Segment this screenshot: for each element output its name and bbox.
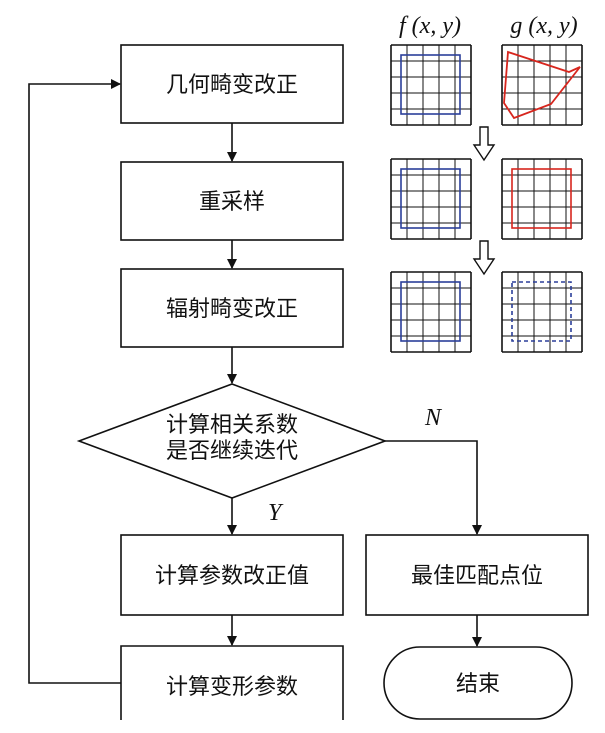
resample-box: 重采样 [120,161,344,241]
hollow-down-arrow-1 [472,126,496,162]
decision-line2: 是否继续迭代 [166,439,298,464]
end-label: 结束 [456,672,500,697]
radiometric-correction-label: 辐射畸变改正 [166,297,298,322]
f-window-3 [400,281,461,342]
f-image-grid-2 [390,158,472,240]
f-window-2 [400,168,461,229]
decision-line1: 计算相关系数 [166,413,298,438]
f-image-grid-1 [390,44,472,126]
compute-deform-params-box: 计算变形参数 [120,645,344,720]
f-image-grid-3 [390,271,472,353]
best-match-position-box: 最佳匹配点位 [365,534,589,616]
compute-param-correction-box: 计算参数改正值 [120,534,344,616]
best-match-position-label: 最佳匹配点位 [411,564,543,589]
arrow-decision-no [385,440,482,535]
g-image-label: g (x, y) [510,13,577,39]
hollow-down-arrow-2 [472,240,496,276]
f-image-label: f (x, y) [399,13,461,39]
compute-deform-params-label: 计算变形参数 [166,675,298,700]
feedback-loop-arrow [28,79,121,684]
g-window-resampled [511,168,572,229]
end-terminal: 结束 [383,646,573,720]
connectors [28,79,482,684]
geometric-correction-label: 几何畸变改正 [166,73,298,98]
g-window-dashed [511,281,572,342]
yes-branch-label: Y [268,500,284,526]
g-image-grid-3 [501,271,583,353]
g-image-grid-2 [501,158,583,240]
no-branch-label: N [424,405,443,431]
decision-diamond: 计算相关系数 是否继续迭代 [76,383,388,499]
resample-label: 重采样 [199,190,265,215]
f-window-1 [400,54,461,115]
radiometric-correction-box: 辐射畸变改正 [120,268,344,348]
geometric-correction-box: 几何畸变改正 [120,44,344,124]
compute-param-correction-label: 计算参数改正值 [155,564,309,589]
g-window-distorted [503,50,581,120]
g-image-grid-1 [501,44,583,126]
